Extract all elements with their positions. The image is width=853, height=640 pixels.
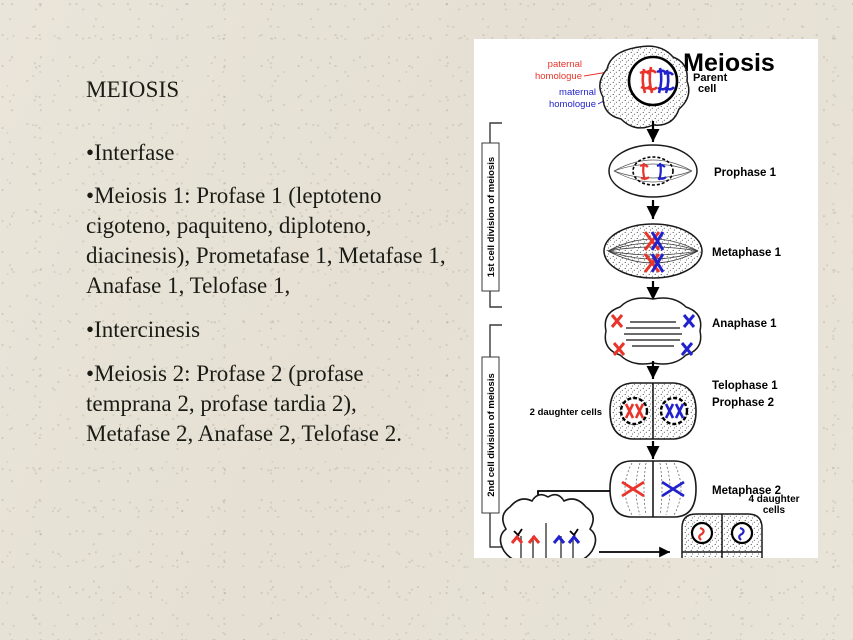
paternal-chromosome [698,526,705,541]
two-daughter-cells-label: 2 daughter cells [530,407,602,418]
parent-cell-label-line2: cell [698,83,716,95]
bracket-first-division: 1st cell division of meiosis [481,122,502,308]
metaphase2-spindle [624,462,682,516]
paternal-chromosome [621,480,645,498]
bullet-marker: • [86,183,95,209]
bullet-marker: • [86,360,95,386]
maternal-chromosome [680,342,694,356]
slide-text-column: MEIOSIS •Interfase •Meiosis 1: Profase 1… [86,76,446,463]
paternal-chromosome [643,253,661,273]
maternal-homologue-label-line2: homologue [549,99,596,110]
maternal-chromosome [663,69,676,94]
stage-metaphase-1: Metaphase 1 [603,223,782,279]
maternal-chromosome [656,162,667,181]
paternal-chromosome [634,403,645,419]
list-item: •Meiosis 2: Profase 2 (profase temprana … [86,359,446,449]
prophase1-nuclear-envelope [632,156,674,186]
list-item: •Intercinesis [86,315,446,345]
telophase-1-label-line1: Telophase 1 [712,380,778,392]
bullet-marker: • [86,317,95,343]
prophase1-cell [608,144,698,198]
anaphase-1-label: Anaphase 1 [712,318,777,330]
bullet-text: Meiosis 1: Profase 1 (leptoteno cigoteno… [86,183,446,299]
first-division-label-box [481,142,500,292]
maternal-chromosome [650,253,665,273]
anaphase1-spindle [624,321,682,347]
bullet-text: Interfase [94,139,175,165]
page-title: MEIOSIS [86,77,180,102]
prophase-1-label: Prophase 1 [714,167,777,179]
paternal-chromatid [510,534,541,544]
meiosis-diagram: Meiosis paternal homologue maternal homo… [474,39,818,558]
maternal-chromosome [661,480,685,498]
maternal-homologue-label-line1: maternal [559,87,596,98]
second-division-label: 2nd cell division of meiosis [486,373,497,497]
maternal-chromosome [738,526,745,541]
paternal-homologue-label-line2: homologue [535,71,582,82]
parent-nucleus [627,55,679,107]
paternal-chromosome [624,403,635,419]
metaphase-1-label: Metaphase 1 [712,247,782,259]
list-item: •Meiosis 1: Profase 1 (leptoteno cigoten… [86,181,446,301]
stage-telophase-1: Telophase 1 Prophase 2 2 daughter cells [530,380,778,440]
telophase1-nucleus-right [659,396,689,426]
anaphase1-cell [604,297,702,365]
bullet-marker: • [86,139,95,165]
maternal-chromosome [674,403,685,419]
paternal-chromosome [646,66,659,94]
metaphase-2-label: Metaphase 2 [712,485,781,497]
four-daughter-cells-label-line1: 4 daughter [748,494,799,505]
four-daughter-cells-label-line2: cells [763,505,786,516]
paternal-chromosome [610,314,624,328]
paternal-chromosome [643,231,661,251]
bracket-second-division: 2nd cell division of meiosis [481,324,502,548]
stage-anaphase-1: Anaphase 1 [604,297,777,365]
diagram-title: Meiosis [683,49,775,77]
anaphase2-cell [499,493,597,558]
paternal-chromosome [639,162,650,181]
first-division-label: 1st cell division of meiosis [486,157,497,277]
stage-parent-cell: Parent cell [599,45,728,129]
maternal-chromosome [682,314,696,328]
prophase1-spindle [613,159,693,183]
maternal-chromatid [552,534,581,544]
bullet-text: Intercinesis [94,317,201,343]
telophase1-nucleus-left [619,396,649,426]
maternal-chromosome [664,403,675,419]
stage-prophase-1: Prophase 1 [608,144,777,198]
bullet-text: Meiosis 2: Profase 2 (profase temprana 2… [86,360,403,446]
metaphase1-cell [603,223,703,279]
stage-telophase-2: Telophase 2 4 daughter cells [681,494,800,558]
list-item: •Interfase [86,138,446,168]
meiosis-diagram-panel: Meiosis paternal homologue maternal homo… [474,39,818,558]
telophase-1-label-line2: Prophase 2 [712,397,774,409]
stage-metaphase-2: Metaphase 2 [609,460,781,518]
maternal-chromosome [650,231,665,251]
second-division-label-box [481,356,500,514]
stage-anaphase-2: Anaphase 2 [499,493,597,558]
paternal-chromosome [612,342,626,356]
paternal-homologue-label-line1: paternal [548,59,582,70]
parent-cell-label-line1: Parent [693,72,728,84]
